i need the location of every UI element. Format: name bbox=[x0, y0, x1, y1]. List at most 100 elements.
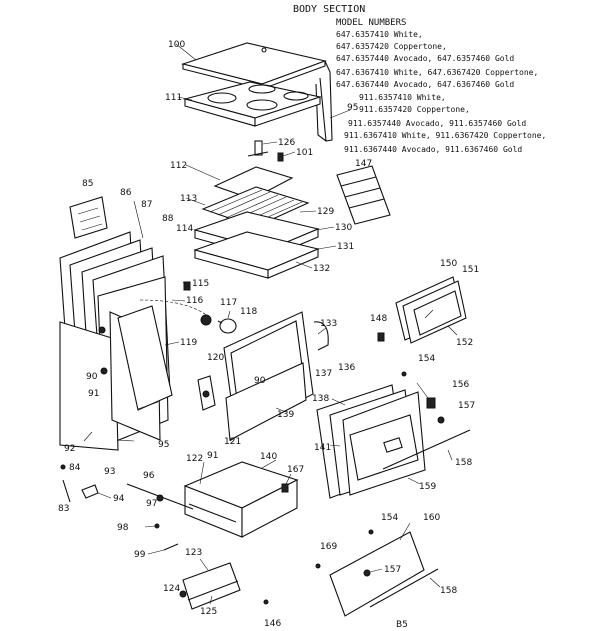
part-label: 95 bbox=[158, 440, 169, 450]
part-157 bbox=[437, 416, 445, 424]
top-panel bbox=[181, 42, 333, 142]
part-label: 157 bbox=[458, 401, 475, 411]
model-line: 647.6367440 Avocado, 647.6367460 Gold bbox=[336, 80, 514, 89]
model-line: 911.6357410 White, bbox=[359, 93, 446, 102]
part-label: 118 bbox=[240, 307, 257, 317]
part-label: 160 bbox=[423, 513, 440, 523]
part-label: 91 bbox=[207, 451, 218, 461]
model-line: 647.6357440 Avocado, 647.6357460 Gold bbox=[336, 54, 514, 63]
part-label: 119 bbox=[180, 338, 197, 348]
screw-154 bbox=[401, 371, 407, 377]
screw-146 bbox=[263, 599, 269, 605]
part-label: 140 bbox=[260, 452, 277, 462]
part-label: 157 bbox=[384, 565, 401, 575]
screw-169 bbox=[315, 563, 321, 569]
part-label: 87 bbox=[141, 200, 152, 210]
bracket-93 bbox=[81, 484, 99, 499]
model-line: 647.6357410 White, bbox=[336, 30, 423, 39]
part-label: 93 bbox=[104, 467, 115, 477]
part-label: 148 bbox=[370, 314, 387, 324]
part-label: 90 bbox=[86, 372, 98, 382]
side-vent-147 bbox=[336, 165, 391, 225]
part-label: 120 bbox=[207, 353, 224, 363]
wire-116 bbox=[139, 299, 211, 319]
part-label: 133 bbox=[320, 319, 337, 329]
part-label: 86 bbox=[120, 188, 132, 198]
part-number-labels: 100 111 126 101 95 147 112 85 86 87 88 1… bbox=[58, 40, 479, 629]
oven-rack-set bbox=[193, 211, 320, 279]
model-line: 647.6367410 White, 647.6367420 Copperton… bbox=[336, 68, 538, 77]
storage-drawer bbox=[183, 461, 299, 538]
part-label: 137 bbox=[315, 369, 332, 379]
leveler-83 bbox=[62, 479, 71, 503]
screw-98 bbox=[154, 523, 160, 529]
part-label: 123 bbox=[185, 548, 202, 558]
part-label: 156 bbox=[452, 380, 469, 390]
part-label: 150 bbox=[440, 259, 457, 269]
screw-90 bbox=[98, 326, 106, 334]
part-label: 154 bbox=[381, 513, 398, 523]
part-label: 125 bbox=[200, 607, 217, 617]
part-label: 100 bbox=[168, 40, 185, 50]
part-label: 126 bbox=[278, 138, 295, 148]
part-label: 121 bbox=[224, 437, 241, 447]
part-label: 112 bbox=[170, 161, 187, 171]
screw-124 bbox=[179, 590, 187, 598]
page-code: B5 bbox=[396, 620, 408, 630]
storage-door bbox=[329, 531, 439, 617]
part-label: 158 bbox=[440, 586, 457, 596]
part-label: 136 bbox=[338, 363, 355, 373]
part-label: 152 bbox=[456, 338, 473, 348]
model-number-list: 647.6357410 White, 647.6357420 Copperton… bbox=[336, 30, 546, 154]
part-label: 92 bbox=[64, 444, 75, 454]
part-label: 90 bbox=[254, 376, 266, 386]
lamp-socket-117 bbox=[200, 314, 212, 326]
name-plate-85 bbox=[69, 196, 108, 239]
part-label: 169 bbox=[320, 542, 337, 552]
part-label: 96 bbox=[143, 471, 155, 481]
part-label: 122 bbox=[186, 454, 203, 464]
part-157-lower bbox=[363, 569, 371, 577]
part-label: 146 bbox=[264, 619, 281, 629]
light-bulb-118 bbox=[217, 318, 237, 334]
part-label: 85 bbox=[82, 179, 93, 189]
leader-lines bbox=[83, 43, 458, 605]
part-label: 117 bbox=[220, 298, 237, 308]
model-line: 647.6357420 Coppertone, bbox=[336, 42, 447, 51]
screw-97 bbox=[156, 494, 164, 502]
part-label: 94 bbox=[113, 494, 125, 504]
cooktop-pan bbox=[182, 81, 323, 127]
part-label: 114 bbox=[176, 224, 193, 234]
part-label: 141 bbox=[314, 443, 331, 453]
clip-148 bbox=[377, 332, 385, 342]
control-panel bbox=[395, 276, 467, 344]
part-label: 132 bbox=[313, 264, 330, 274]
part-label: 151 bbox=[462, 265, 479, 275]
part-label: 138 bbox=[312, 394, 329, 404]
bracket-126 bbox=[247, 140, 269, 157]
part-label: 113 bbox=[180, 194, 197, 204]
part-label: 99 bbox=[134, 550, 146, 560]
part-label: 83 bbox=[58, 504, 69, 514]
diagram-title: BODY SECTION bbox=[293, 4, 365, 15]
part-label: 115 bbox=[192, 279, 209, 289]
part-label: 159 bbox=[419, 482, 436, 492]
drawer-slide bbox=[163, 543, 241, 610]
model-line: 911.6357420 Coppertone, bbox=[359, 105, 470, 114]
part-label: 147 bbox=[355, 159, 372, 169]
part-label: 154 bbox=[418, 354, 435, 364]
part-label: 129 bbox=[317, 207, 334, 217]
part-label: 167 bbox=[287, 465, 304, 475]
part-label: 91 bbox=[88, 389, 99, 399]
hinge-156 bbox=[426, 397, 436, 409]
part-133 bbox=[313, 321, 329, 351]
oven-door-right bbox=[316, 384, 471, 499]
part-label: 139 bbox=[277, 410, 294, 420]
part-label: 131 bbox=[337, 242, 354, 252]
part-label: 97 bbox=[146, 499, 157, 509]
broiler-pan bbox=[201, 166, 310, 228]
part-label: 84 bbox=[69, 463, 81, 473]
part-label: 158 bbox=[455, 458, 472, 468]
